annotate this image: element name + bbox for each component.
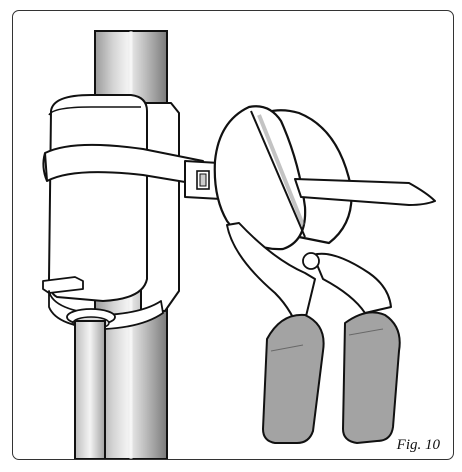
side-cutter-pliers [213, 105, 436, 444]
illustration [42, 30, 436, 459]
figure-caption: Fig. 10 [396, 437, 440, 453]
cable [74, 320, 106, 459]
figure-frame [12, 10, 454, 460]
sensor-housing [42, 94, 180, 330]
